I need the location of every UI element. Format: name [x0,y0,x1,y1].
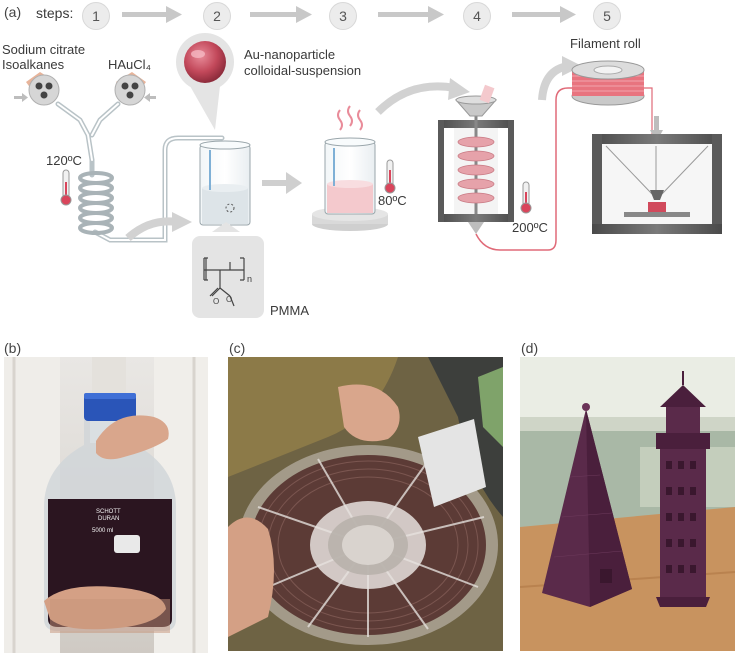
panel-label-c: (c) [229,340,246,356]
nanoparticle-label-line2: colloidal-suspension [244,63,362,78]
steps-label: steps: [36,5,74,21]
nanoparticle-callout [176,33,234,130]
process-schematic: O O [14,6,722,318]
thermometer-icon-2 [384,159,396,194]
panel-label-a: (a) [4,4,22,20]
step-arrow-1 [122,6,182,23]
inflow-arrow-left [14,93,28,102]
panel-label-d: (d) [521,340,539,356]
thermometer-icon-3 [520,181,532,214]
step-5-badge: 5 [593,2,621,30]
spool-photo [228,357,503,651]
step-arrow-4 [512,6,576,23]
step-arrow-3 [378,6,444,23]
inflow-arrow-right [144,93,156,102]
pump-icon-1 [26,72,60,106]
svg-text:O: O [213,297,219,306]
temperature-label-1: 120ºC [46,153,82,168]
step-arrow-2 [250,6,312,23]
step-3-badge: 3 [329,2,357,30]
bottle-photo: SCHOTT DURAN 5000 ml [4,357,208,653]
reagent-label-line2: Isoalkanes [2,57,65,72]
printed-objects-photo [520,357,735,651]
reagent-label-haucl4: HAuCl₄ [108,57,151,72]
beaker-step-2 [199,140,251,226]
bottle-brand-text-2: DURAN [98,516,119,522]
transfer-arrow [125,217,179,242]
pmma-structure-box: O O [192,222,264,318]
beaker-step-3 [312,137,388,231]
step-3-to-4-arrow [375,82,456,115]
bottle-volume-text: 5000 ml [92,528,113,534]
filament-roll-label: Filament roll [570,36,641,51]
svg-text:O: O [226,295,232,304]
printer-3d-icon [592,134,722,234]
step-4-badge: 4 [463,2,491,30]
temperature-label-2: 80ºC [378,193,407,208]
panel-label-b: (b) [4,340,22,356]
reagent-label-line1: Sodium citrate [2,42,86,57]
gold-nanoparticle-icon [184,41,226,83]
extruder-step-4 [438,84,514,234]
filament-line [475,87,575,251]
step-2-to-3-arrow [262,172,302,194]
pmma-label: PMMA [270,303,309,318]
heat-waves-icon [337,105,363,131]
pmma-subscript-n: n [247,274,253,284]
heating-coil [78,171,114,235]
temperature-label-3: 200ºC [512,220,548,235]
pump-icon-2 [114,72,146,106]
bottle-brand-text-1: SCHOTT [96,509,121,515]
filament-roll-icon [571,60,645,106]
thermometer-icon-1 [60,169,72,206]
nanoparticle-label-line1: Au-nanoparticle [244,47,336,62]
step-1-badge: 1 [82,2,110,30]
step-2-badge: 2 [203,2,231,30]
